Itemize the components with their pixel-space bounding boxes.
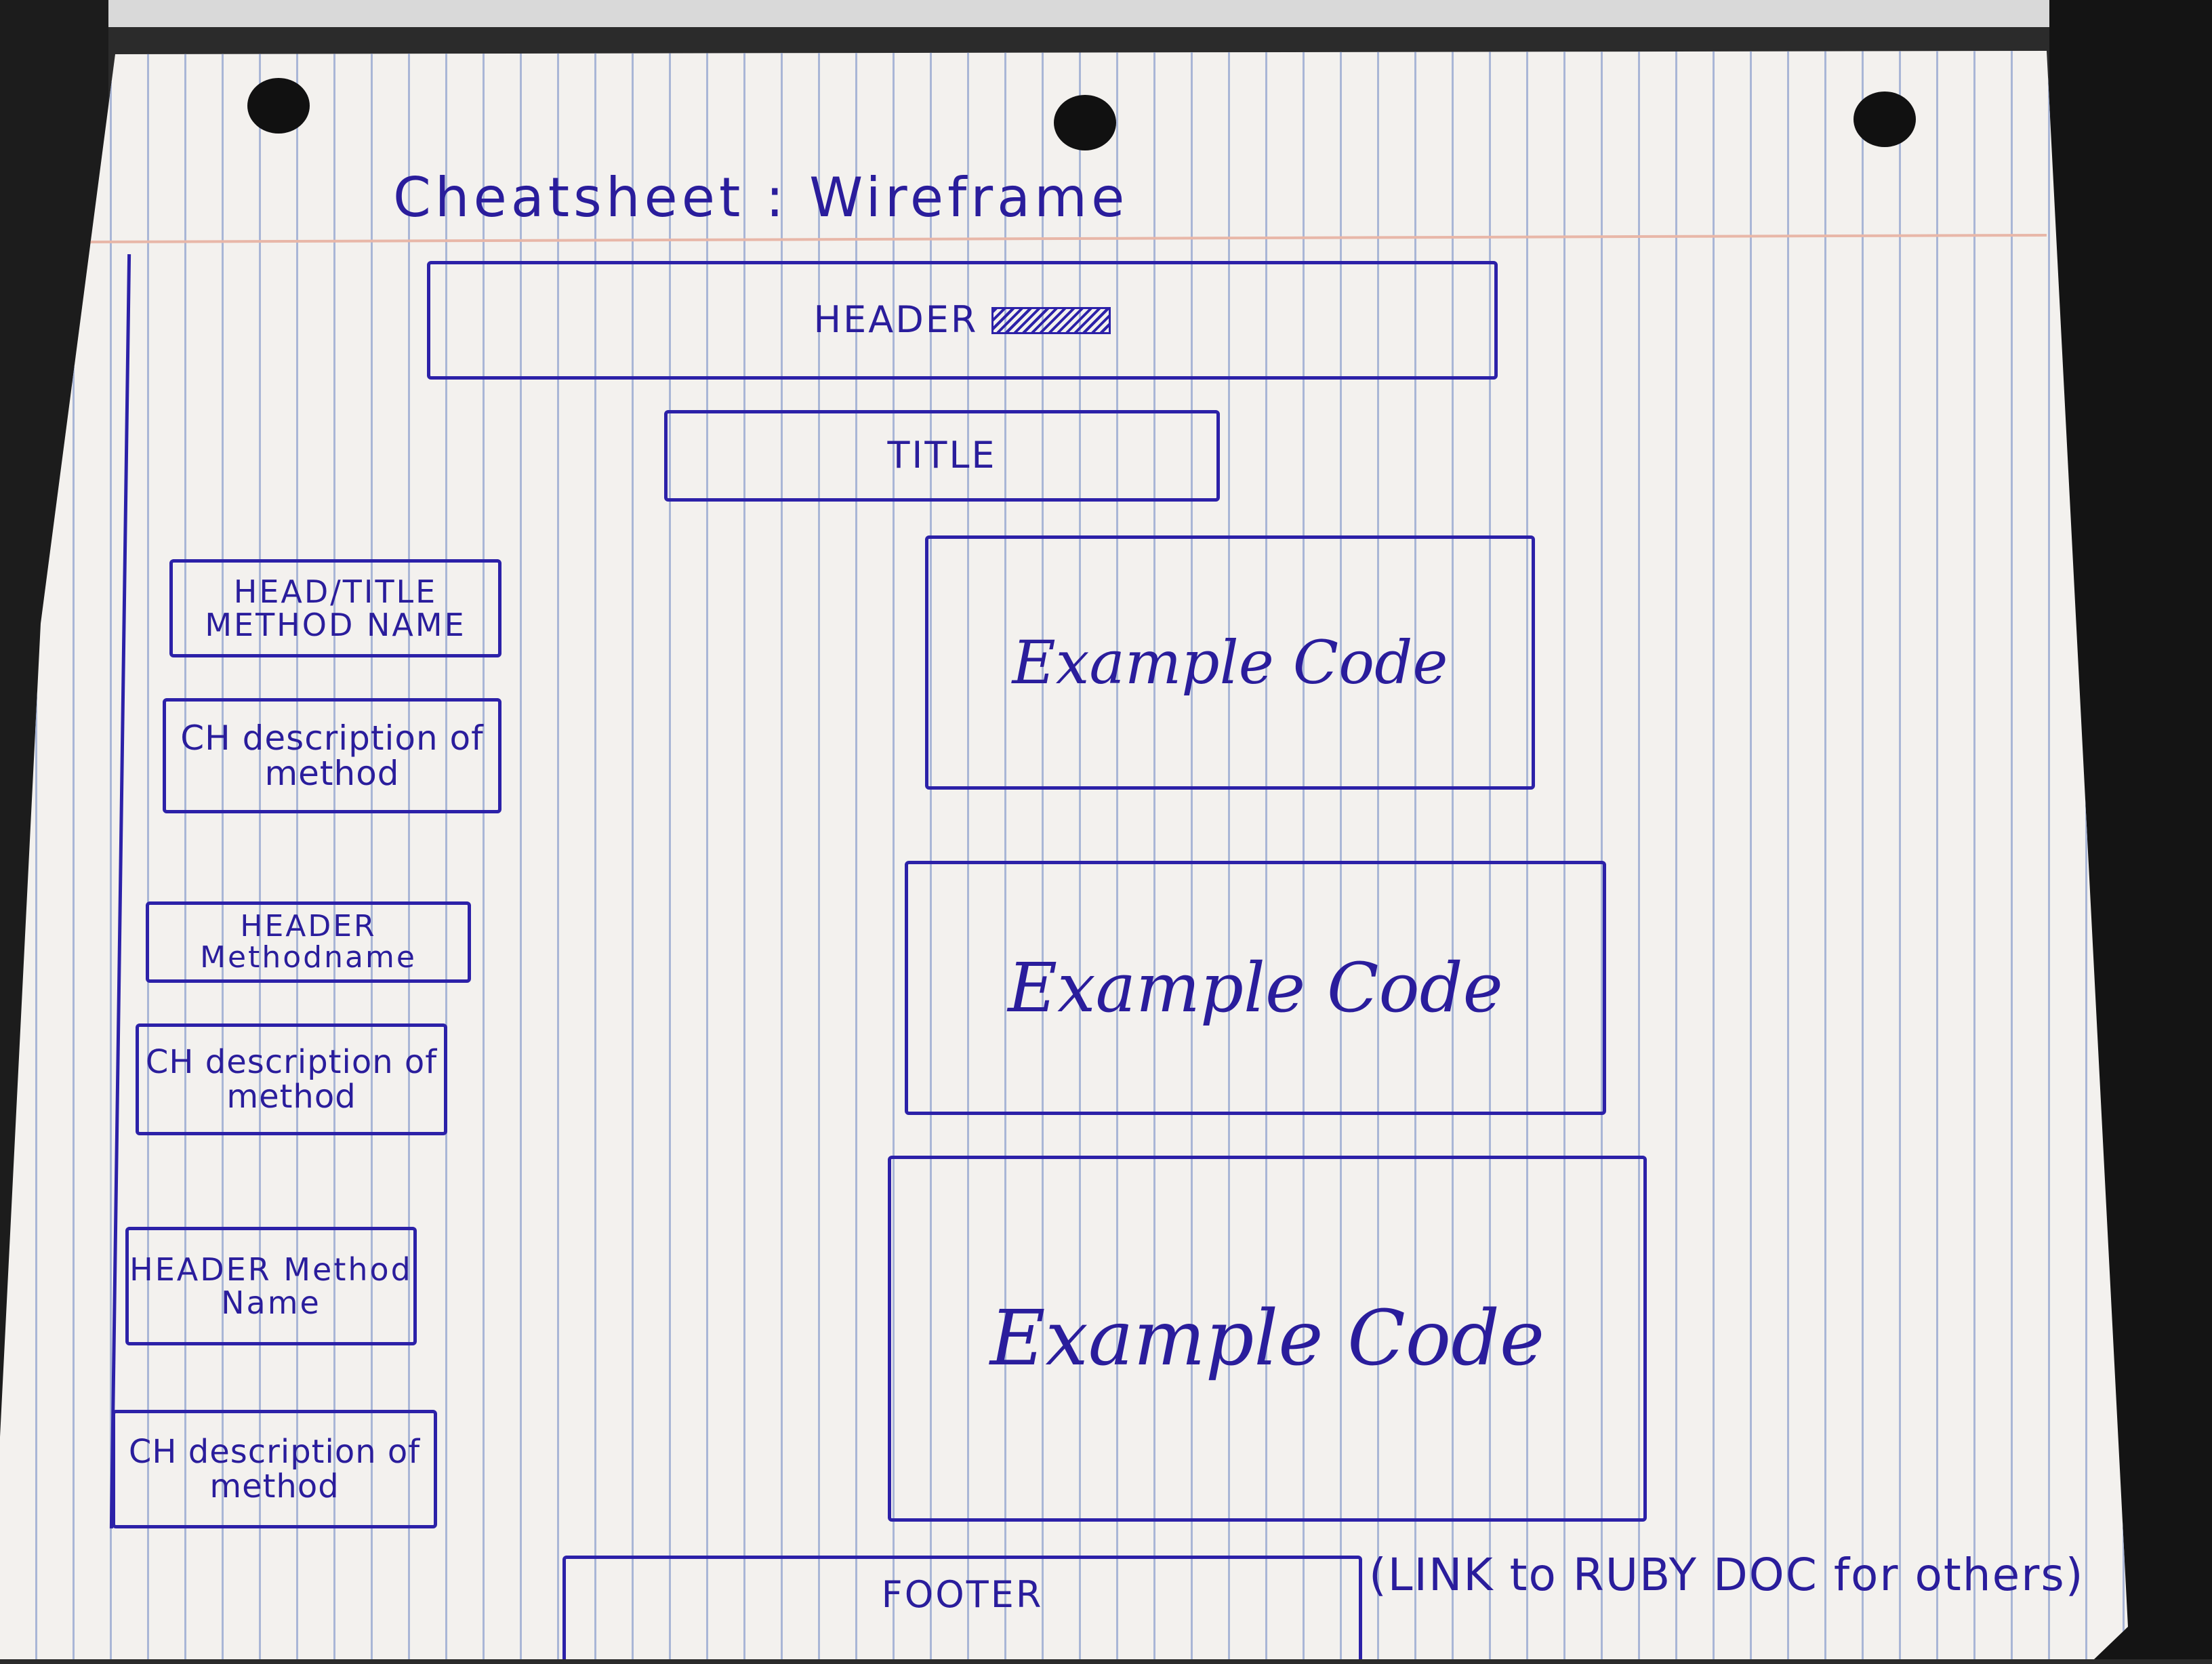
example-code-label-2: Example Code (1008, 948, 1503, 1028)
punch-hole-right (1853, 92, 1916, 147)
example-code-label-3: Example Code (989, 1295, 1545, 1383)
paper-margin-line (81, 233, 2047, 244)
title-box-label: TITLE (887, 434, 997, 477)
sidebar-description-2: CH description of method (136, 1023, 447, 1135)
sidebar-heading-2: HEADER Methodname (146, 901, 471, 983)
footer-box: FOOTER (562, 1556, 1362, 1659)
background-top-strip (0, 0, 2212, 27)
sidebar-description-2-label: CH description of method (145, 1043, 438, 1116)
example-code-box-1: Example Code (925, 535, 1535, 790)
sidebar-description-1: CH description of method (163, 698, 501, 813)
sidebar-description-3: CH description of method (112, 1410, 437, 1528)
punch-hole-left (247, 78, 310, 134)
sidebar-heading-3-label: HEADER Method Name (129, 1251, 413, 1321)
sidebar-heading-2-label: HEADER Methodname (200, 908, 417, 975)
footer-label: FOOTER (881, 1573, 1044, 1616)
title-box: TITLE (664, 410, 1220, 502)
example-code-label-1: Example Code (1012, 628, 1448, 697)
sidebar-heading-3: HEADER Method Name (125, 1227, 417, 1345)
sidebar-heading-1: HEAD/TITLE METHOD NAME (169, 559, 501, 657)
scribble-mark (991, 306, 1111, 334)
notebook-paper: Cheatsheet : Wireframe HEADER TITLE HEAD… (0, 51, 2128, 1659)
sidebar-heading-1-label: HEAD/TITLE METHOD NAME (205, 573, 466, 643)
example-code-box-2: Example Code (905, 861, 1606, 1115)
header-label: HEADER (813, 298, 979, 342)
punch-hole-center (1054, 95, 1116, 150)
sidebar-description-1-label: CH description of method (180, 718, 484, 793)
sidebar-description-3-label: CH description of method (128, 1433, 421, 1505)
wireframe-title: Cheatsheet : Wireframe (393, 166, 1129, 229)
header-box: HEADER (427, 261, 1498, 380)
footer-note: (LINK to RUBY DOC for others) (1369, 1549, 2085, 1601)
example-code-box-3: Example Code (888, 1156, 1647, 1522)
